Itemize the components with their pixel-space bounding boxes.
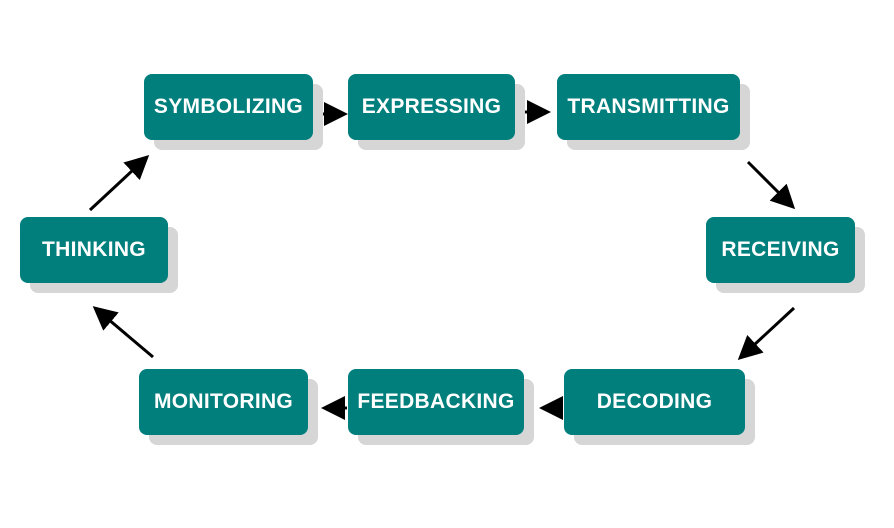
arrow-monitoring-to-thinking xyxy=(92,306,154,359)
node-transmitting: TRANSMITTING xyxy=(557,74,740,140)
arrow-thinking-to-symbolizing xyxy=(88,154,150,212)
node-symbolizing: SYMBOLIZING xyxy=(144,74,313,140)
node-decoding: DECODING xyxy=(564,369,745,435)
node-receiving: RECEIVING xyxy=(706,217,855,283)
node-expressing: EXPRESSING xyxy=(348,74,515,140)
node-thinking: THINKING xyxy=(20,217,168,283)
node-feedbacking: FEEDBACKING xyxy=(348,369,524,435)
arrow-transmitting-to-receiving xyxy=(746,160,796,210)
arrow-receiving-to-decoding xyxy=(737,306,796,361)
node-monitoring: MONITORING xyxy=(139,369,308,435)
